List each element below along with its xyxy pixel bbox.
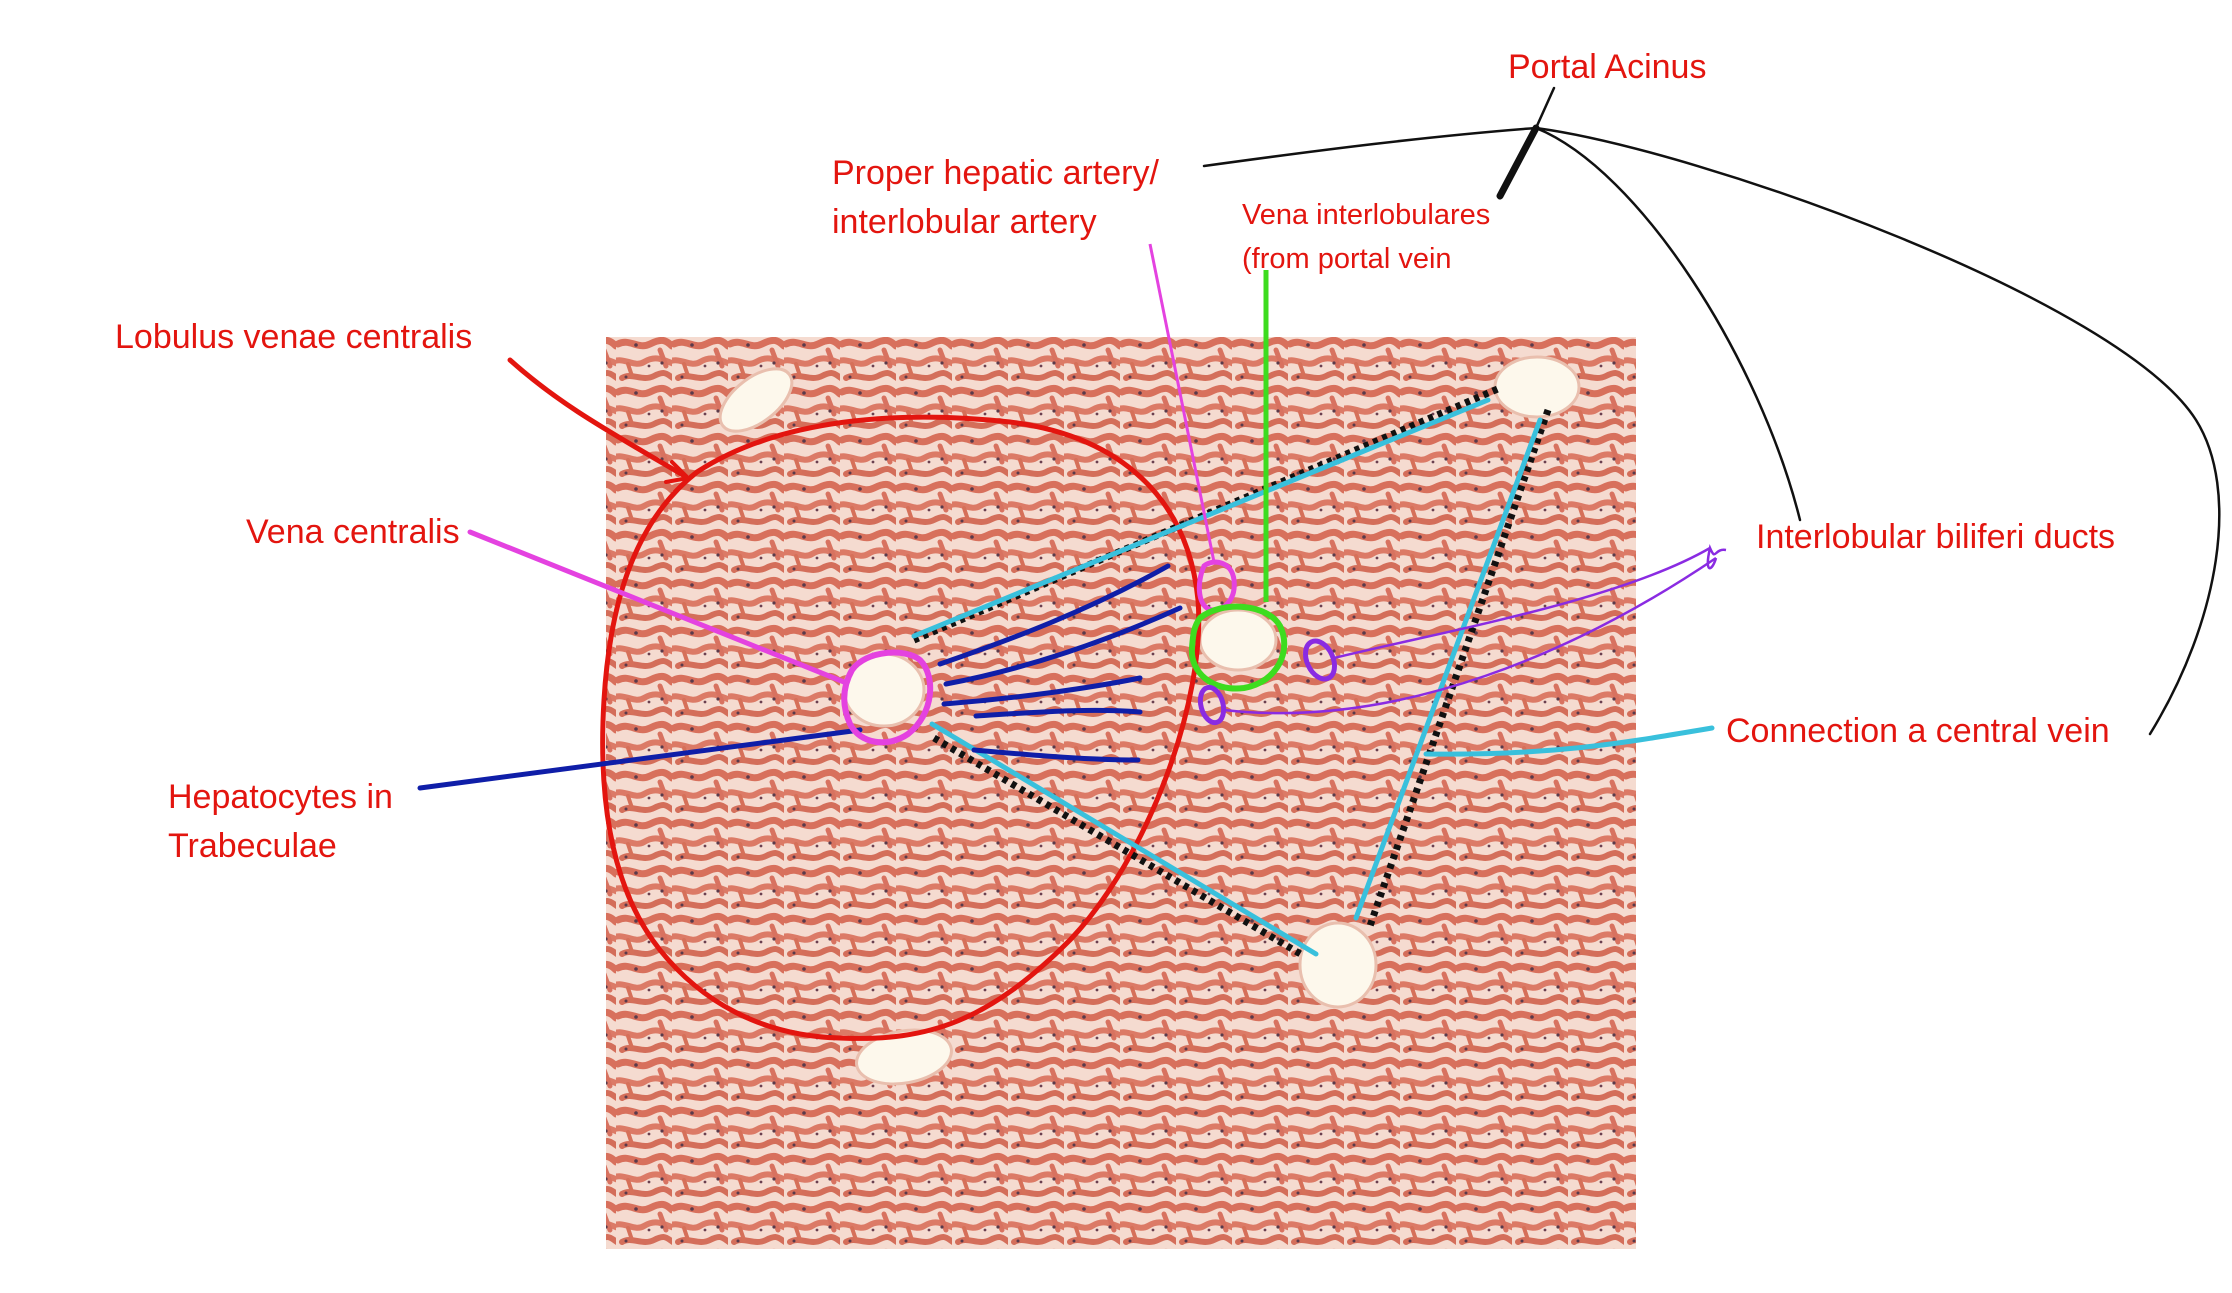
connection-leader: [1423, 725, 1715, 757]
artery-marker: [1196, 559, 1237, 613]
connection-bottom: [929, 721, 1319, 957]
bile-duct-leader-1: [1333, 546, 1711, 660]
acinus-leader-title: [1534, 86, 1556, 130]
central-vein-lumen-top-right: [1493, 355, 1581, 419]
acinus-leader-to-ducts: [1534, 126, 1802, 522]
bile-duct-leader-hook: [1706, 543, 1727, 570]
label-trabeculae: Trabeculae: [168, 827, 337, 865]
central-vein-connections: [911, 397, 1715, 957]
trabecula-2: [943, 605, 1183, 687]
acinus-leader-long: [1534, 126, 2221, 736]
label-connection-central-vein: Connection a central vein: [1726, 712, 2110, 750]
hepatocytes-leader: [417, 727, 863, 791]
artery-leader: [1148, 243, 1216, 563]
dotted-border-top: [912, 384, 1502, 644]
bile-duct-leaders: [1223, 543, 1727, 715]
vessel-lumen-bottom-left: [855, 1028, 953, 1086]
lobulus-leader: [507, 357, 691, 481]
label-interlobular-artery: interlobular artery: [832, 203, 1097, 241]
label-vena-centralis: Vena centralis: [246, 513, 460, 551]
label-vena-interlobulares: Vena interlobulares: [1242, 199, 1491, 231]
vena-centralis-marker: [841, 649, 934, 746]
trabecula-4: [973, 707, 1143, 719]
dotted-border-right: [1366, 408, 1552, 928]
portal-acinus-leaders: [1202, 86, 2221, 736]
lobulus-arrowhead: [664, 460, 693, 484]
bile-duct-marker-1: [1302, 638, 1338, 682]
trabecula-3: [941, 675, 1143, 707]
acinus-leader-junction: [1496, 124, 1540, 200]
bile-duct-marker-2: [1197, 684, 1227, 726]
connection-right: [1353, 417, 1543, 921]
vessel-lumen-top-left: [718, 367, 794, 433]
trabeculae-strokes: [417, 563, 1183, 791]
label-from-portal-vein: (from portal vein: [1242, 243, 1452, 275]
histology-image: [606, 337, 1636, 1249]
dotted-border-bottom: [932, 734, 1306, 960]
acinus-leader-left: [1202, 126, 1538, 168]
label-lobulus-venae-centralis: Lobulus venae centralis: [115, 318, 473, 356]
vena-centralis-leader: [467, 529, 847, 685]
bile-duct-leader-2: [1223, 556, 1717, 715]
portal-vein-lumen: [1198, 608, 1278, 672]
portal-vein-marker: [1188, 603, 1288, 692]
trabecula-5: [971, 747, 1141, 763]
trabecula-1: [937, 563, 1171, 667]
central-vein-lumen-bottom: [1298, 921, 1378, 1009]
lobule-outline: [600, 414, 1202, 1041]
connection-top: [911, 397, 1491, 639]
label-hepatocytes-in: Hepatocytes in: [168, 778, 393, 816]
label-portal-acinus: Portal Acinus: [1508, 48, 1707, 86]
label-interlobular-biliferi-ducts: Interlobular biliferi ducts: [1756, 518, 2116, 556]
acinus-dotted-border: [912, 384, 1552, 960]
label-proper-hepatic-artery: Proper hepatic artery/: [832, 154, 1159, 192]
tissue-section: [606, 337, 1636, 1249]
